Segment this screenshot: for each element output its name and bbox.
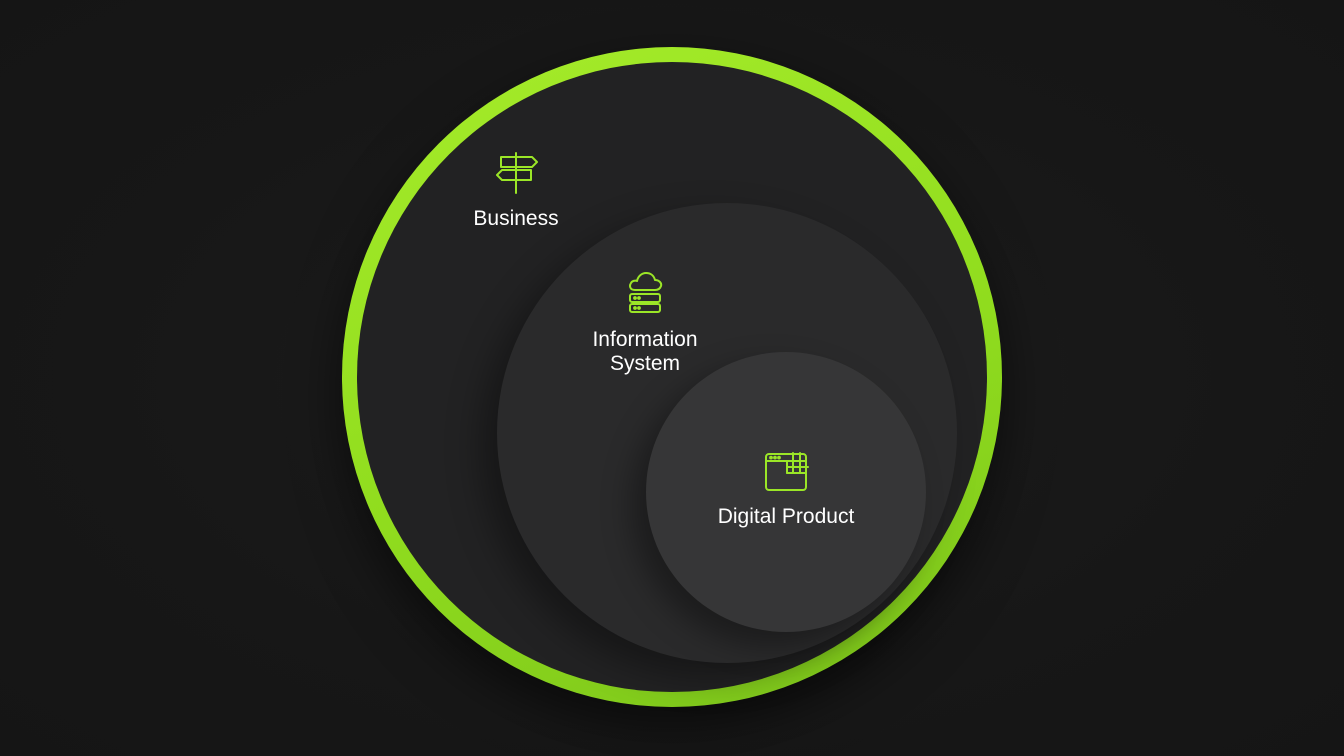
browser-window-icon <box>764 451 810 493</box>
signpost-icon <box>495 151 539 195</box>
information-system-label: Information System <box>565 328 725 376</box>
cloud-server-icon <box>627 270 663 316</box>
digital-product-circle <box>646 352 926 632</box>
information-system-label-line2: System <box>609 352 680 375</box>
digital-product-label: Digital Product <box>717 505 855 528</box>
information-system-label-line1: Information <box>592 328 698 351</box>
business-label: Business <box>473 207 559 230</box>
